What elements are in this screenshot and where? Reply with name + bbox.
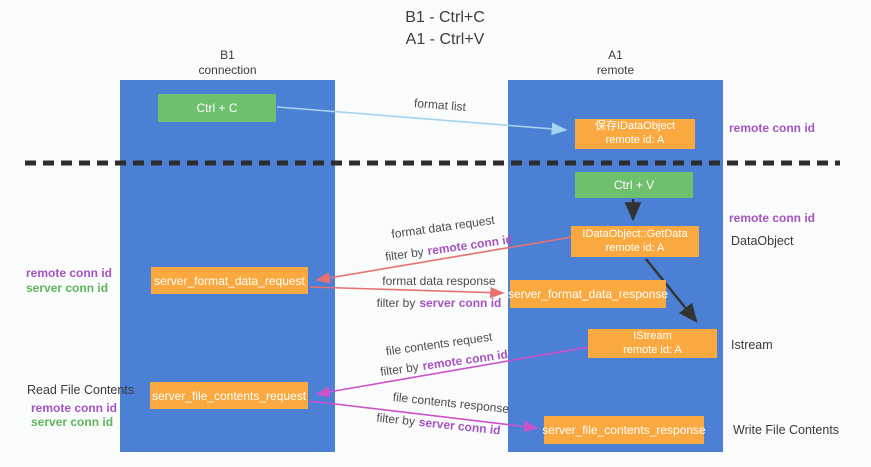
- diagram-title-line2: A1 - Ctrl+V: [405, 30, 485, 48]
- filter-by-text: filter by: [376, 296, 416, 310]
- node-getdata-remote-id: remote id: A: [605, 241, 665, 254]
- node-ctrl-c-label: Ctrl + C: [196, 101, 238, 115]
- node-save-idataobject-title: 保存IDataObject: [594, 120, 676, 133]
- node-ctrl-v-label: Ctrl + V: [613, 178, 655, 192]
- node-server-file-contents-request-label: server_file_contents_request: [151, 388, 307, 403]
- annotation-remote-conn-id-top: remote conn id: [729, 121, 816, 135]
- edge-label-format-list: format list: [413, 95, 467, 115]
- node-server-file-contents-response-label: server_file_contents_response: [542, 423, 706, 437]
- annotation-istream: Istream: [731, 338, 773, 352]
- annotation-left-remote-conn-id-2: remote conn id: [31, 401, 118, 415]
- node-ctrl-v: Ctrl + V: [575, 172, 693, 198]
- annotation-left-server-conn-id-1: server conn id: [26, 281, 109, 295]
- node-istream: IStream remote id: A: [588, 329, 717, 358]
- node-server-format-data-request: server_format_data_request: [151, 267, 308, 294]
- lane-a1-subtitle: remote: [596, 63, 635, 77]
- annotation-left-remote-conn-id-1: remote conn id: [26, 266, 113, 280]
- node-istream-remote-id: remote id: A: [623, 343, 682, 356]
- node-idataobject-getdata: IDataObject::GetData remote id: A: [571, 226, 699, 257]
- filter-server-conn-id: server conn id: [418, 414, 502, 438]
- annotation-write-file-contents: Write File Contents: [733, 423, 840, 437]
- node-istream-title: IStream: [633, 329, 672, 342]
- node-server-format-data-response: server_format_data_response: [507, 280, 669, 308]
- node-server-file-contents-response: server_file_contents_response: [542, 416, 706, 444]
- filter-by-text: filter by: [384, 244, 425, 264]
- node-server-format-data-request-label: server_format_data_request: [154, 273, 305, 288]
- node-getdata-title: IDataObject::GetData: [582, 227, 688, 240]
- filter-server-conn-id: server conn id: [419, 296, 502, 310]
- diagram-title-line1: B1 - Ctrl+C: [405, 9, 485, 26]
- node-ctrl-c: Ctrl + C: [158, 94, 276, 122]
- lane-a1-name: A1: [608, 48, 623, 62]
- annotation-dataobject: DataObject: [731, 234, 794, 248]
- node-server-format-data-response-label: server_format_data_response: [507, 287, 669, 301]
- lane-header-a1: A1 remote: [508, 48, 723, 78]
- lane-b1-name: B1: [220, 48, 235, 62]
- filter-remote-conn-id: remote conn id: [426, 232, 514, 258]
- node-save-idataobject-remote-id: remote id: A: [605, 134, 665, 146]
- filter-by-text: filter by: [379, 359, 420, 379]
- edge-label-format-data-response: format data response: [382, 274, 496, 288]
- diagram-title: B1 - Ctrl+C A1 - Ctrl+V: [345, 7, 545, 50]
- lane-header-b1: B1 connection: [120, 48, 335, 78]
- node-save-idataobject: 保存IDataObject remote id: A: [575, 119, 695, 149]
- lane-b1-subtitle: connection: [198, 63, 257, 77]
- annotation-read-file-contents: Read File Contents: [27, 383, 135, 397]
- node-server-file-contents-request: server_file_contents_request: [150, 382, 308, 409]
- annotation-left-server-conn-id-2: server conn id: [31, 415, 114, 429]
- filter-by-text: filter by: [375, 410, 416, 429]
- annotation-remote-conn-id-mid: remote conn id: [729, 211, 816, 225]
